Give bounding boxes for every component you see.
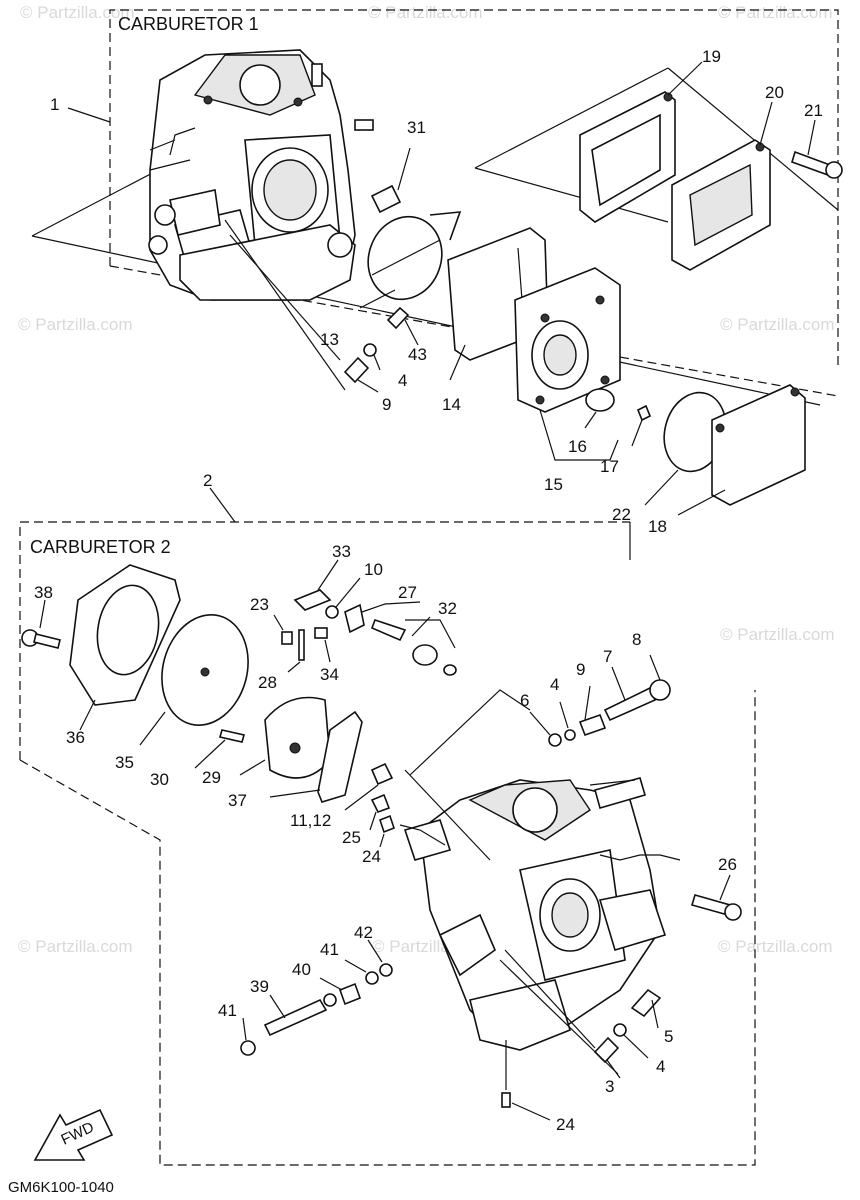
leader-line bbox=[67, 107, 111, 123]
part-21-screw bbox=[791, 119, 843, 179]
carburetor-1-title: CARBURETOR 1 bbox=[118, 14, 259, 34]
callout-4: 4 bbox=[656, 1057, 665, 1076]
callout-7: 7 bbox=[603, 647, 612, 666]
callout-9: 9 bbox=[382, 395, 391, 414]
callout-2: 2 bbox=[203, 471, 212, 490]
watermark: © Partzilla.com bbox=[18, 937, 133, 956]
callout-9: 9 bbox=[576, 660, 585, 679]
part-15-pump-body bbox=[514, 267, 621, 461]
callout-21: 21 bbox=[804, 101, 823, 120]
part-26-screw bbox=[690, 874, 742, 921]
carburetor-2-frame bbox=[19, 487, 756, 1166]
callout-5: 5 bbox=[664, 1027, 673, 1046]
small-parts-upper bbox=[273, 559, 457, 676]
watermark: © Partzilla.com bbox=[718, 937, 833, 956]
callout-13: 13 bbox=[320, 330, 339, 349]
small-parts-right bbox=[529, 654, 671, 747]
callout-35: 35 bbox=[115, 753, 134, 772]
watermark: © Partzilla.com bbox=[720, 315, 835, 334]
callout-38: 38 bbox=[34, 583, 53, 602]
callout-1: 1 bbox=[50, 95, 59, 114]
part-19-gasket bbox=[579, 61, 703, 223]
callout-36: 36 bbox=[66, 728, 85, 747]
small-parts-lower bbox=[240, 939, 393, 1056]
part-18-cover bbox=[677, 384, 806, 516]
callout-33: 33 bbox=[332, 542, 351, 561]
parts-16-17 bbox=[584, 388, 652, 447]
callout-18: 18 bbox=[648, 517, 667, 536]
part-31-jet bbox=[370, 147, 411, 214]
callout-39: 39 bbox=[250, 977, 269, 996]
callout-23: 23 bbox=[250, 595, 269, 614]
callout-14: 14 bbox=[442, 395, 461, 414]
watermark: © Partzilla.com bbox=[18, 315, 133, 334]
callout-10: 10 bbox=[364, 560, 383, 579]
callout-8: 8 bbox=[632, 630, 641, 649]
callout-40: 40 bbox=[292, 960, 311, 979]
watermark: © Partzilla.com bbox=[720, 625, 835, 644]
callout-32: 32 bbox=[438, 599, 457, 618]
callout-24: 24 bbox=[362, 847, 381, 866]
callout-20: 20 bbox=[765, 83, 784, 102]
diagram-code: GM6K100-1040 bbox=[8, 1179, 114, 1196]
part-36-gasket bbox=[69, 564, 181, 731]
callout-41: 41 bbox=[218, 1001, 237, 1020]
callout-30: 30 bbox=[150, 770, 169, 789]
callout-27: 27 bbox=[398, 583, 417, 602]
callout-37: 37 bbox=[228, 791, 247, 810]
carburetor-2-title: CARBURETOR 2 bbox=[30, 537, 171, 557]
part-37-plate bbox=[269, 710, 363, 803]
part-38-screw bbox=[21, 599, 61, 649]
carburetor-2-body bbox=[403, 777, 681, 1051]
callout-numbers: 1 2 3 4 4 4 5 6 7 8 9 9 10 11,12 13 14 1… bbox=[34, 47, 823, 1134]
callout-16: 16 bbox=[568, 437, 587, 456]
callout-29: 29 bbox=[202, 768, 221, 787]
part-29-housing bbox=[239, 696, 331, 779]
part-30-screw bbox=[194, 729, 246, 769]
part-35-diaphragm bbox=[139, 614, 249, 746]
callout-22: 22 bbox=[612, 505, 631, 524]
small-parts-43-4-9 bbox=[224, 219, 419, 393]
part-13-diaphragm bbox=[359, 211, 462, 309]
callout-43: 43 bbox=[408, 345, 427, 364]
callout-25: 25 bbox=[342, 828, 361, 847]
callout-19: 19 bbox=[702, 47, 721, 66]
callout-31: 31 bbox=[407, 118, 426, 137]
watermark: © Partzilla.com bbox=[20, 3, 135, 22]
carburetor-1-body bbox=[148, 49, 374, 301]
fwd-arrow-icon: FWD bbox=[33, 1108, 114, 1161]
callout-24: 24 bbox=[556, 1115, 575, 1134]
watermark: © Partzilla.com bbox=[718, 3, 833, 22]
callout-4: 4 bbox=[550, 675, 559, 694]
small-parts-lower-right bbox=[499, 949, 662, 1079]
callout-3: 3 bbox=[605, 1077, 614, 1096]
callout-4: 4 bbox=[398, 371, 407, 390]
callout-42: 42 bbox=[354, 923, 373, 942]
callout-26: 26 bbox=[718, 855, 737, 874]
callout-41: 41 bbox=[320, 940, 339, 959]
part-20-cover bbox=[671, 101, 773, 271]
callout-15: 15 bbox=[544, 475, 563, 494]
callout-17: 17 bbox=[600, 457, 619, 476]
callout-11-12: 11,12 bbox=[290, 811, 331, 830]
callout-6: 6 bbox=[520, 691, 529, 710]
callout-28: 28 bbox=[258, 673, 277, 692]
small-parts-middle bbox=[344, 689, 531, 861]
part-24-screw bbox=[501, 1040, 551, 1121]
watermark: © Partzilla.com bbox=[368, 3, 483, 22]
callout-34: 34 bbox=[320, 665, 339, 684]
